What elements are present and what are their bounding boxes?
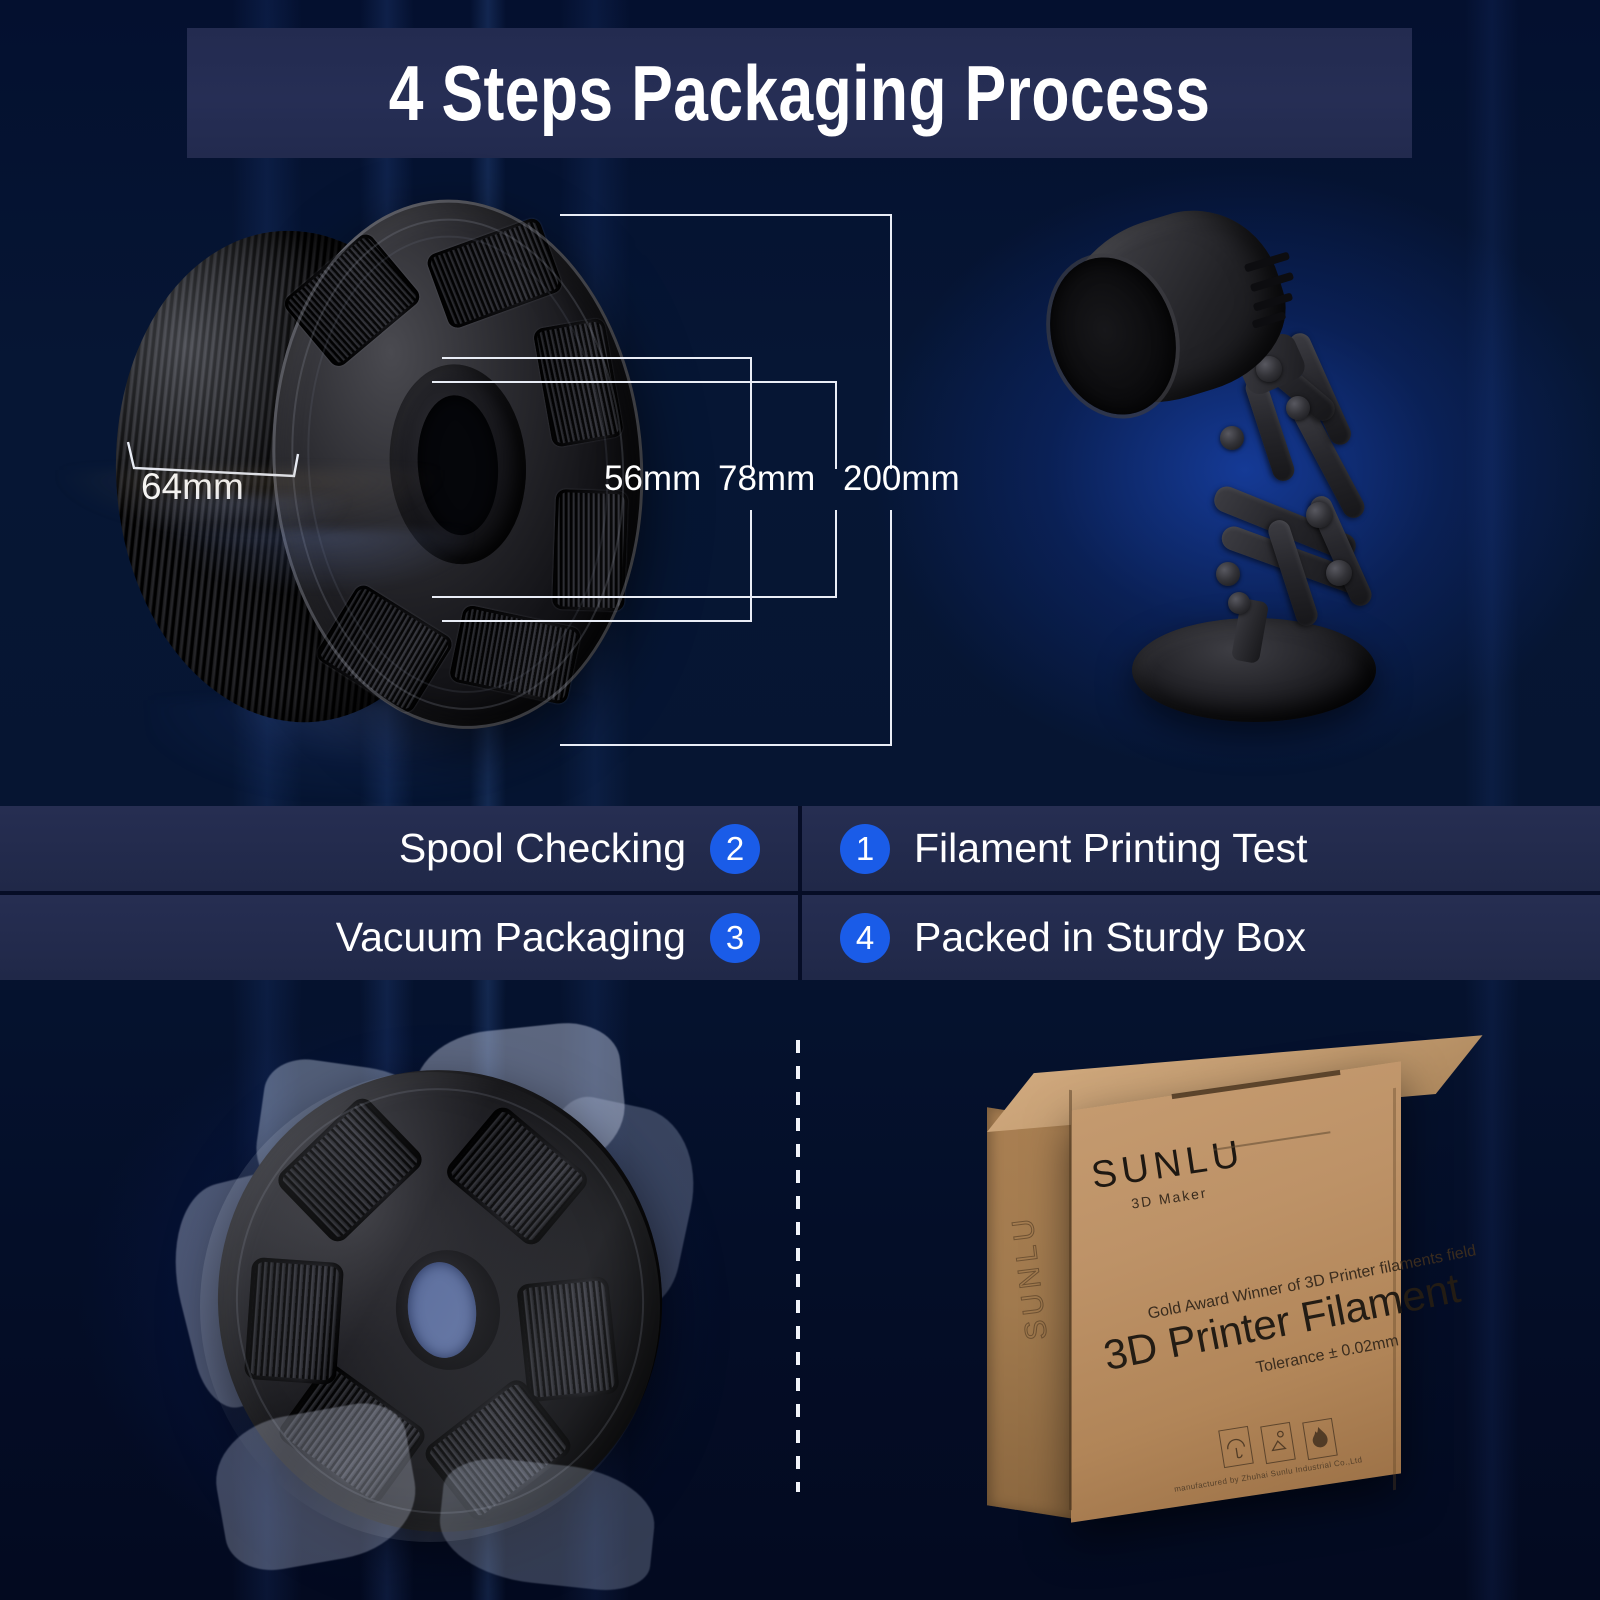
callout-line (890, 214, 892, 469)
keep-dry-icon (1218, 1425, 1254, 1469)
callout-line (750, 510, 752, 622)
step-label-3: Vacuum Packaging (335, 914, 686, 960)
steps-band: Spool Checking 2 1 Filament Printing Tes… (0, 806, 1600, 980)
callout-line (442, 620, 752, 622)
carton-box-image: SUNLU 3D Maker Gold Award Winner of 3D P… (975, 1030, 1483, 1550)
carton-reflection (60, 470, 440, 532)
vacuum-spool-reflection (170, 530, 470, 590)
lamp-joint (1286, 396, 1310, 420)
callout-line (432, 596, 837, 598)
dimension-label-spool-diameter: 200mm (843, 459, 960, 498)
steps-row-bottom: Vacuum Packaging 3 4 Packed in Sturdy Bo… (0, 895, 1600, 980)
lamp-joint (1306, 502, 1332, 528)
step-label-1: Filament Printing Test (914, 825, 1308, 871)
page-title: 4 Steps Packaging Process (388, 49, 1211, 137)
step-item-4[interactable]: 4 Packed in Sturdy Box (798, 895, 1600, 980)
callout-line (560, 214, 892, 216)
lamp-reflection (130, 496, 350, 550)
dashed-divider (796, 1040, 800, 1492)
callout-line (835, 510, 837, 598)
carton-edge (1069, 1089, 1072, 1511)
dimension-label-hub-outer: 78mm (718, 459, 816, 498)
step-badge-3: 3 (710, 912, 760, 963)
vacuum-packed-spool-image (140, 1012, 710, 1595)
lamp-joint (1216, 562, 1240, 586)
dimension-label-filament-width: 64mm (141, 466, 244, 508)
title-banner: 4 Steps Packaging Process (187, 28, 1412, 158)
steps-row-top: Spool Checking 2 1 Filament Printing Tes… (0, 806, 1600, 895)
step-item-3[interactable]: Vacuum Packaging 3 (0, 895, 798, 980)
lamp-joint (1220, 426, 1244, 450)
step-badge-1: 1 (840, 823, 890, 874)
callout-bracket-64mm (126, 441, 300, 478)
step-item-1[interactable]: 1 Filament Printing Test (798, 806, 1600, 891)
callout-line (750, 357, 752, 469)
printed-lamp-image (1020, 189, 1450, 750)
step-label-2: Spool Checking (398, 825, 686, 871)
lamp-joint (1326, 560, 1352, 586)
callout-line (560, 744, 892, 746)
step-item-2[interactable]: Spool Checking 2 (0, 806, 798, 891)
step-badge-4: 4 (840, 912, 890, 963)
step-badge-2: 2 (710, 823, 760, 874)
vacuum-film-sheen (200, 1072, 660, 1542)
dimension-label-hub-inner: 56mm (604, 459, 702, 498)
lamp-joint (1228, 592, 1250, 614)
callout-line (432, 381, 837, 383)
flammable-icon (1302, 1417, 1338, 1461)
callout-line (890, 510, 892, 746)
callout-line (835, 381, 837, 469)
callout-line (442, 357, 752, 359)
fragile-icon (1260, 1421, 1296, 1465)
step-label-4: Packed in Sturdy Box (914, 914, 1306, 960)
